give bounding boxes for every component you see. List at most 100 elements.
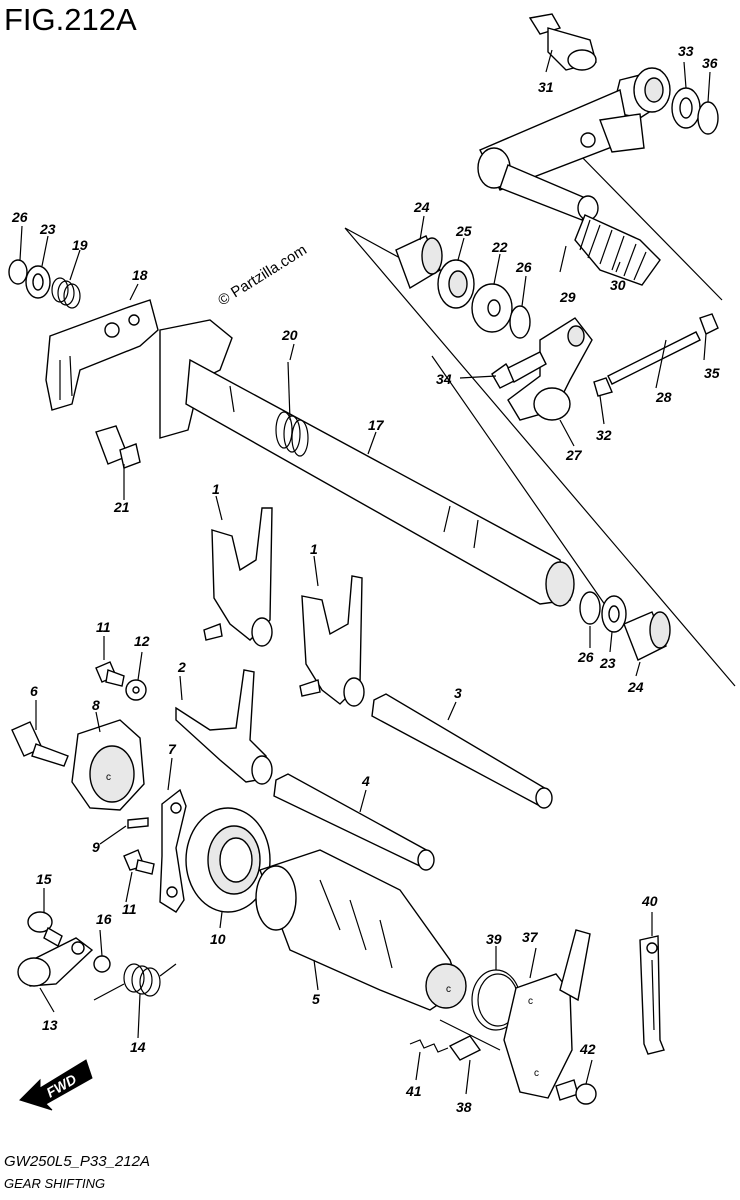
callout-7: 7 (168, 741, 177, 757)
part-26-circlip-upper (509, 305, 531, 339)
callout-24: 24 (413, 199, 430, 215)
callout-29: 29 (559, 289, 576, 305)
callout-23: 23 (39, 221, 56, 237)
part-5-gear-shift-cam: c (255, 849, 467, 1011)
part-29-shift-lever (477, 67, 671, 221)
part-13-gear-shift-arm (17, 937, 94, 987)
part-24-bush-upper (395, 235, 443, 290)
part-41-spring (409, 1039, 449, 1053)
callout-25: 25 (455, 223, 472, 239)
callout-2: 2 (177, 659, 186, 675)
part-7-plate (159, 788, 187, 913)
part-6-bolt (11, 721, 69, 767)
callout-14: 14 (130, 1039, 146, 1055)
part-17-shift-shaft (159, 319, 575, 607)
callout-12: 12 (134, 633, 150, 649)
part-26-circlip-right (579, 591, 601, 625)
callout-22: 22 (491, 239, 508, 255)
callout-21: 21 (113, 499, 130, 515)
callout-38: 38 (456, 1099, 472, 1115)
callout-10: 10 (210, 931, 226, 947)
callout-32: 32 (596, 427, 612, 443)
callout-28: 28 (655, 389, 672, 405)
part-1-shift-fork-b (299, 575, 365, 707)
part-34-bolt (491, 351, 547, 389)
callout-13: 13 (42, 1017, 58, 1033)
svg-text:c: c (446, 984, 451, 995)
part-23-washer-right (601, 595, 627, 633)
callout-3: 3 (454, 685, 462, 701)
part-24-bush-lower (623, 611, 671, 661)
part-14-spring (93, 963, 177, 1001)
part-31-bolt (528, 13, 597, 71)
svg-text:c: c (106, 772, 111, 783)
part-36-circlip (697, 101, 719, 135)
callout-24: 24 (627, 679, 644, 695)
callout-11: 11 (122, 901, 137, 917)
callout-40: 40 (641, 893, 658, 909)
watermark: © Partzilla.com (215, 241, 310, 309)
callout-5: 5 (312, 991, 320, 1007)
callout-27: 27 (565, 447, 583, 463)
callout-1: 1 (212, 481, 220, 497)
part-20-spring (275, 361, 309, 457)
part-4-fork-shaft (273, 773, 435, 871)
callout-17: 17 (368, 417, 385, 433)
callout-11: 11 (96, 619, 111, 635)
part-2-shift-fork-c (175, 669, 273, 785)
callout-26: 26 (515, 259, 532, 275)
assembly-guide-lines (344, 149, 736, 1051)
part-11-bolt-upper (95, 661, 125, 687)
part-12-washer (125, 679, 147, 701)
callout-26: 26 (577, 649, 594, 665)
callout-15: 15 (36, 871, 52, 887)
part-22-washer (471, 283, 513, 333)
section-name: GEAR SHIFTING (4, 1176, 106, 1191)
callout-39: 39 (486, 931, 502, 947)
callout-18: 18 (132, 267, 148, 283)
part-38-pin (448, 1035, 482, 1061)
part-10-bearing (185, 807, 271, 913)
part-19-spring (51, 277, 81, 309)
callout-36: 36 (702, 55, 718, 71)
part-37-cover: c c (503, 929, 591, 1099)
part-35-nut (699, 313, 719, 335)
part-16-washer (93, 955, 111, 973)
part-21-pin (95, 425, 141, 469)
part-11-bolt-lower (123, 849, 155, 875)
part-8-gear-shift-cam-stopper: c (71, 719, 145, 811)
part-18-plate (45, 299, 159, 411)
callout-34: 34 (436, 371, 452, 387)
callout-31: 31 (538, 79, 554, 95)
callout-35: 35 (704, 365, 720, 381)
part-30-footrest-rubber (574, 214, 661, 286)
figure-title: FIG.212A (4, 2, 137, 37)
leader-lines (19, 49, 711, 1095)
part-26-circlip-left (8, 259, 28, 285)
part-28-rod (607, 331, 701, 385)
callout-41: 41 (405, 1083, 422, 1099)
callout-16: 16 (96, 911, 112, 927)
callout-20: 20 (281, 327, 298, 343)
drawing-code: GW250L5_P33_212A (4, 1153, 150, 1170)
callout-4: 4 (361, 773, 370, 789)
callout-26: 26 (11, 209, 28, 225)
callout-8: 8 (92, 697, 100, 713)
part-27-link-rod-end (507, 317, 593, 421)
part-9-pin (127, 817, 149, 829)
part-25-oil-seal (437, 259, 475, 309)
callout-37: 37 (522, 929, 539, 945)
part-32-nut (593, 377, 613, 397)
part-33-washer (671, 87, 701, 129)
callout-42: 42 (579, 1041, 596, 1057)
fwd-arrow-icon: FWD (19, 1059, 93, 1111)
part-42-bolt (555, 1079, 597, 1105)
callout-1: 1 (310, 541, 318, 557)
callout-9: 9 (92, 839, 100, 855)
callout-19: 19 (72, 237, 88, 253)
part-15-bolt (27, 911, 63, 948)
part-40-plate (639, 935, 665, 1055)
callout-30: 30 (610, 277, 626, 293)
svg-text:c: c (528, 996, 533, 1007)
